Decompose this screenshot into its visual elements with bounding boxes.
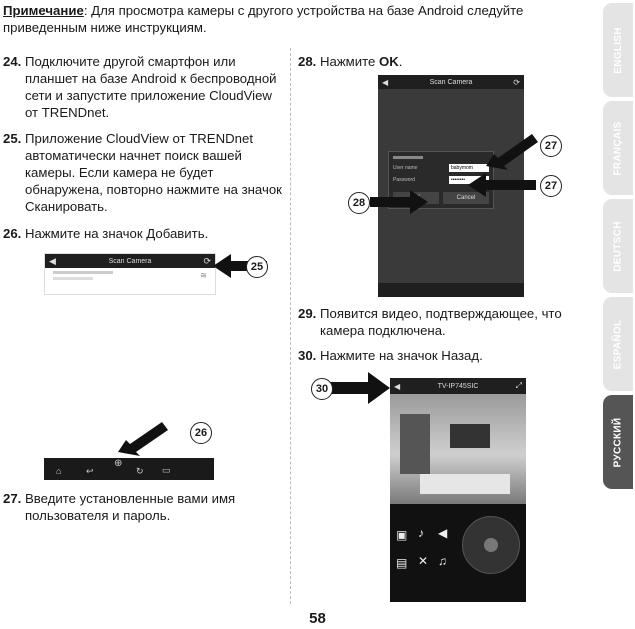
arrow-25 [213,254,267,278]
scan-title: Scan Camera [108,257,152,265]
video-title: TV-IP745SIC [437,382,479,390]
column-divider [290,48,291,604]
mic-icon[interactable]: ♪ [418,526,424,540]
music-icon[interactable]: ♫ [438,554,447,568]
snapshot-icon[interactable]: ▣ [396,528,408,542]
tab-german[interactable]: DEUTSCH [603,199,633,293]
refresh-icon: ↻ [136,466,144,476]
expand-icon: ⤢ [515,381,522,390]
back-nav-icon: ↩ [86,466,94,476]
back-icon[interactable]: ◀ [394,381,401,391]
settings-icon[interactable]: ✕ [418,554,429,568]
step-25: 25. Приложение CloudView от TRENDnet авт… [3,131,282,214]
scan-camera-screenshot: ◀ Scan Camera ⟳ ≋ [44,253,216,295]
tab-russian[interactable]: РУССКИЙ [603,395,633,489]
step-30: 30. Нажмите на значок Назад. [298,348,483,363]
step-28: 28. Нажмите OK. [298,54,403,69]
callout-30: 30 [311,378,333,400]
password-field[interactable]: •••••••• [449,176,489,184]
tab-french[interactable]: FRANÇAIS [603,101,633,195]
scan-icon: ⟳ [513,77,520,87]
note: Примечание: Для просмотра камеры с друго… [3,2,593,36]
callout-26: 26 [190,422,212,444]
record-icon[interactable]: ▤ [396,556,408,570]
note-label: Примечание [3,3,84,18]
arrow-30 [328,372,390,404]
back-icon: ◀ [49,255,56,266]
direction-pad[interactable] [462,516,520,574]
callout-27-b: 27 [540,175,562,197]
center-icon [484,538,498,552]
control-panel: ▣ ♪ ◀ ▤ ✕ ♫ [390,508,526,602]
back-icon: ◀ [382,77,389,87]
arrow-28 [370,190,428,214]
username-field[interactable]: babymom [449,164,489,172]
page-number: 58 [309,610,326,627]
step-27: 27. Введите установленные вами имя польз… [3,491,236,523]
tab-spanish[interactable]: ESPAÑOL [603,297,633,391]
note-text: : Для просмотра камеры с другого устройс… [3,3,524,35]
step-26: 26. Нажмите на значок Добавить. [3,226,209,241]
speaker-icon[interactable]: ◀ [438,526,448,540]
callout-28: 28 [348,192,370,214]
recent-icon: ▭ [162,465,171,475]
video-screenshot: ◀ TV-IP745SIC ⤢ ▣ ♪ ◀ ▤ ✕ ♫ [390,378,526,602]
video-feed [390,394,526,504]
nav-bar-screenshot: ⊕ ⌂ ↩ ↻ ▭ [44,458,214,480]
tab-english[interactable]: ENGLISH [603,3,633,97]
step-24: 24. Подключите другой смартфон или планш… [3,54,277,120]
scan-icon: ⟳ [203,255,211,266]
home-icon: ⌂ [56,466,62,476]
arrow-27-password [468,173,536,197]
callout-25: 25 [246,256,268,278]
wifi-icon: ≋ [200,271,207,280]
add-icon: ⊕ [114,458,123,469]
cancel-button[interactable]: Cancel [443,192,489,204]
arrow-26 [118,422,168,456]
step-29: 29. Появится видео, подтверждающее, что … [298,306,562,338]
camera-list-item [53,271,113,274]
callout-27-a: 27 [540,135,562,157]
nav-bar [378,283,524,297]
arrow-27-username [486,134,538,170]
